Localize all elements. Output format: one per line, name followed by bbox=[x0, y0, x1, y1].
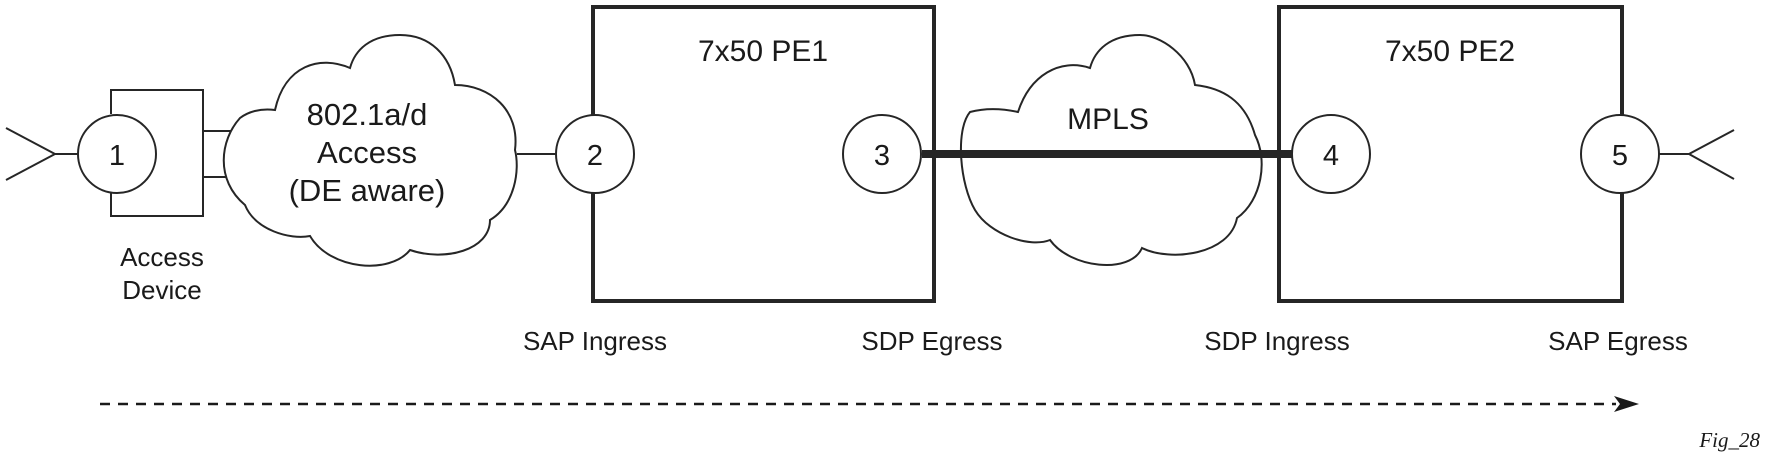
sdp-egress-label: SDP Egress bbox=[861, 326, 1002, 356]
node-3: 3 bbox=[842, 114, 922, 194]
flow-direction-arrow bbox=[100, 396, 1639, 412]
node-1-label: 1 bbox=[109, 140, 125, 172]
node-5-label: 5 bbox=[1612, 140, 1628, 172]
sdp-ingress-label: SDP Ingress bbox=[1204, 326, 1349, 356]
pe2-label: 7x50 PE2 bbox=[1385, 35, 1515, 68]
figure-label: Fig_28 bbox=[1698, 428, 1760, 452]
access-cloud-line-1: 802.1a/d bbox=[307, 97, 428, 132]
right-endpoint-icon bbox=[1659, 129, 1735, 180]
access-device-label-line-2: Device bbox=[122, 275, 201, 305]
arrowhead-icon bbox=[1614, 396, 1639, 412]
sap-egress-label: SAP Egress bbox=[1548, 326, 1688, 356]
node-2-label: 2 bbox=[587, 140, 603, 172]
access-cloud bbox=[222, 33, 518, 267]
mpls-label: MPLS bbox=[1067, 103, 1149, 136]
node-4: 4 bbox=[1291, 114, 1371, 194]
node-3-label: 3 bbox=[874, 140, 890, 172]
left-endpoint-icon bbox=[5, 127, 79, 181]
access-cloud-line-3: (DE aware) bbox=[289, 173, 446, 208]
node-1: 1 bbox=[77, 114, 157, 194]
node-2: 2 bbox=[555, 114, 635, 194]
sap-ingress-label: SAP Ingress bbox=[523, 326, 667, 356]
pe1-label: 7x50 PE1 bbox=[698, 35, 828, 68]
access-device bbox=[110, 89, 232, 217]
node-4-label: 4 bbox=[1323, 140, 1339, 172]
node-5: 5 bbox=[1580, 114, 1660, 194]
access-cloud-line-2: Access bbox=[317, 135, 417, 170]
access-device-label-line-1: Access bbox=[120, 242, 204, 272]
